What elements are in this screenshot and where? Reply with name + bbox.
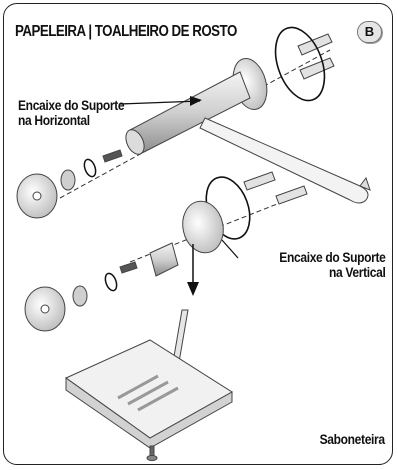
horizontal-mount-label: Encaixe do Suporte na Horizontal xyxy=(18,97,125,128)
vertical-label-line1: Encaixe do Suporte xyxy=(278,249,386,265)
soap-dish-assembly xyxy=(24,171,308,461)
wall-plug-icon xyxy=(297,33,335,80)
horizontal-label-line2: na Horizontal xyxy=(18,112,90,128)
screw-icon xyxy=(102,149,123,163)
horizontal-label-line1: Encaixe do Suporte xyxy=(18,97,125,113)
mounting-plate-icon xyxy=(182,200,224,254)
soap-dish-label: Saboneteira xyxy=(319,431,385,447)
wall-plug-icon xyxy=(243,171,308,205)
vertical-label-line2: na Vertical xyxy=(328,264,386,280)
paper-holder-assembly xyxy=(16,26,371,219)
arrow-icon xyxy=(190,96,202,106)
vertical-mount-label: Encaixe do Suporte na Vertical xyxy=(278,249,386,280)
o-ring-icon xyxy=(274,26,326,102)
page-title: PAPELEIRA | TOALHEIRO DE ROSTO xyxy=(15,23,237,40)
soap-dish-icon xyxy=(65,339,233,439)
rod-icon xyxy=(199,117,369,204)
section-badge: B xyxy=(357,21,382,43)
arrow-icon xyxy=(187,282,199,296)
screw-icon xyxy=(119,261,138,274)
